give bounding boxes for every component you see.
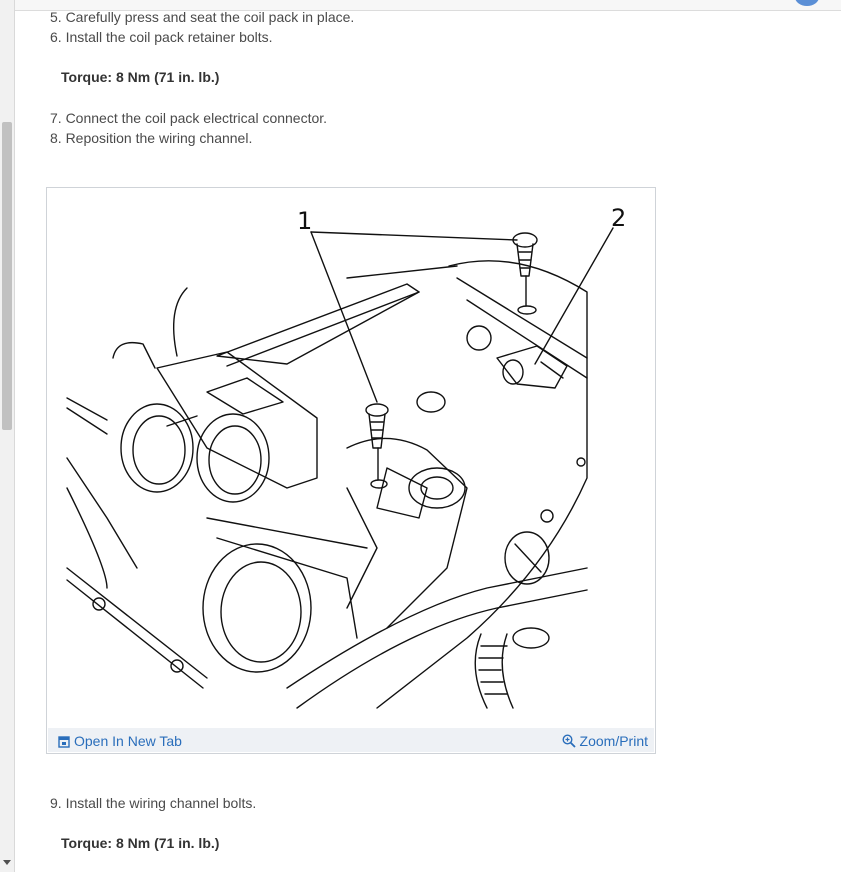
figure-coil-pack: 1 2 — [46, 187, 656, 754]
open-tab-icon — [58, 736, 70, 748]
leader-line — [534, 227, 614, 365]
callout-2: 2 — [611, 204, 626, 232]
figure-footer: Open In New Tab Zoom/Print — [48, 728, 654, 752]
leader-line — [310, 231, 518, 241]
step-9: 9. Install the wiring channel bolts. — [50, 795, 257, 811]
corrugated-hose — [474, 633, 488, 709]
scroll-down-arrow-icon[interactable] — [3, 860, 11, 865]
callout-1: 1 — [297, 207, 312, 235]
bolt-icon — [512, 232, 538, 315]
wiring-channel — [216, 283, 420, 365]
zoom-icon — [562, 734, 576, 748]
torque-spec: Torque: 8 Nm (71 in. lb.) — [61, 835, 220, 851]
torque-spec: Torque: 8 Nm (71 in. lb.) — [61, 69, 220, 85]
top-toolbar-edge — [15, 0, 841, 11]
step-6: 6. Install the coil pack retainer bolts. — [50, 29, 273, 45]
intake-cylinder — [202, 543, 312, 673]
harness — [66, 567, 208, 679]
engine-outline — [376, 260, 588, 709]
coil-pack-diagram: 1 2 — [66, 204, 626, 709]
open-in-new-tab-link[interactable]: Open In New Tab — [58, 732, 182, 750]
vertical-scrollbar[interactable] — [0, 0, 15, 872]
bolt-icon — [365, 403, 389, 489]
scrollbar-thumb[interactable] — [2, 122, 12, 430]
zoom-print-label: Zoom/Print — [579, 733, 648, 749]
leader-line — [310, 231, 378, 403]
avatar[interactable] — [795, 0, 819, 6]
zoom-print-link[interactable]: Zoom/Print — [562, 732, 648, 750]
coil-pack — [156, 351, 318, 489]
step-8: 8. Reposition the wiring channel. — [50, 130, 253, 146]
open-in-new-tab-label: Open In New Tab — [74, 733, 182, 749]
coil-boot — [120, 403, 194, 493]
step-7: 7. Connect the coil pack electrical conn… — [50, 110, 328, 126]
step-5: 5. Carefully press and seat the coil pac… — [50, 9, 355, 25]
